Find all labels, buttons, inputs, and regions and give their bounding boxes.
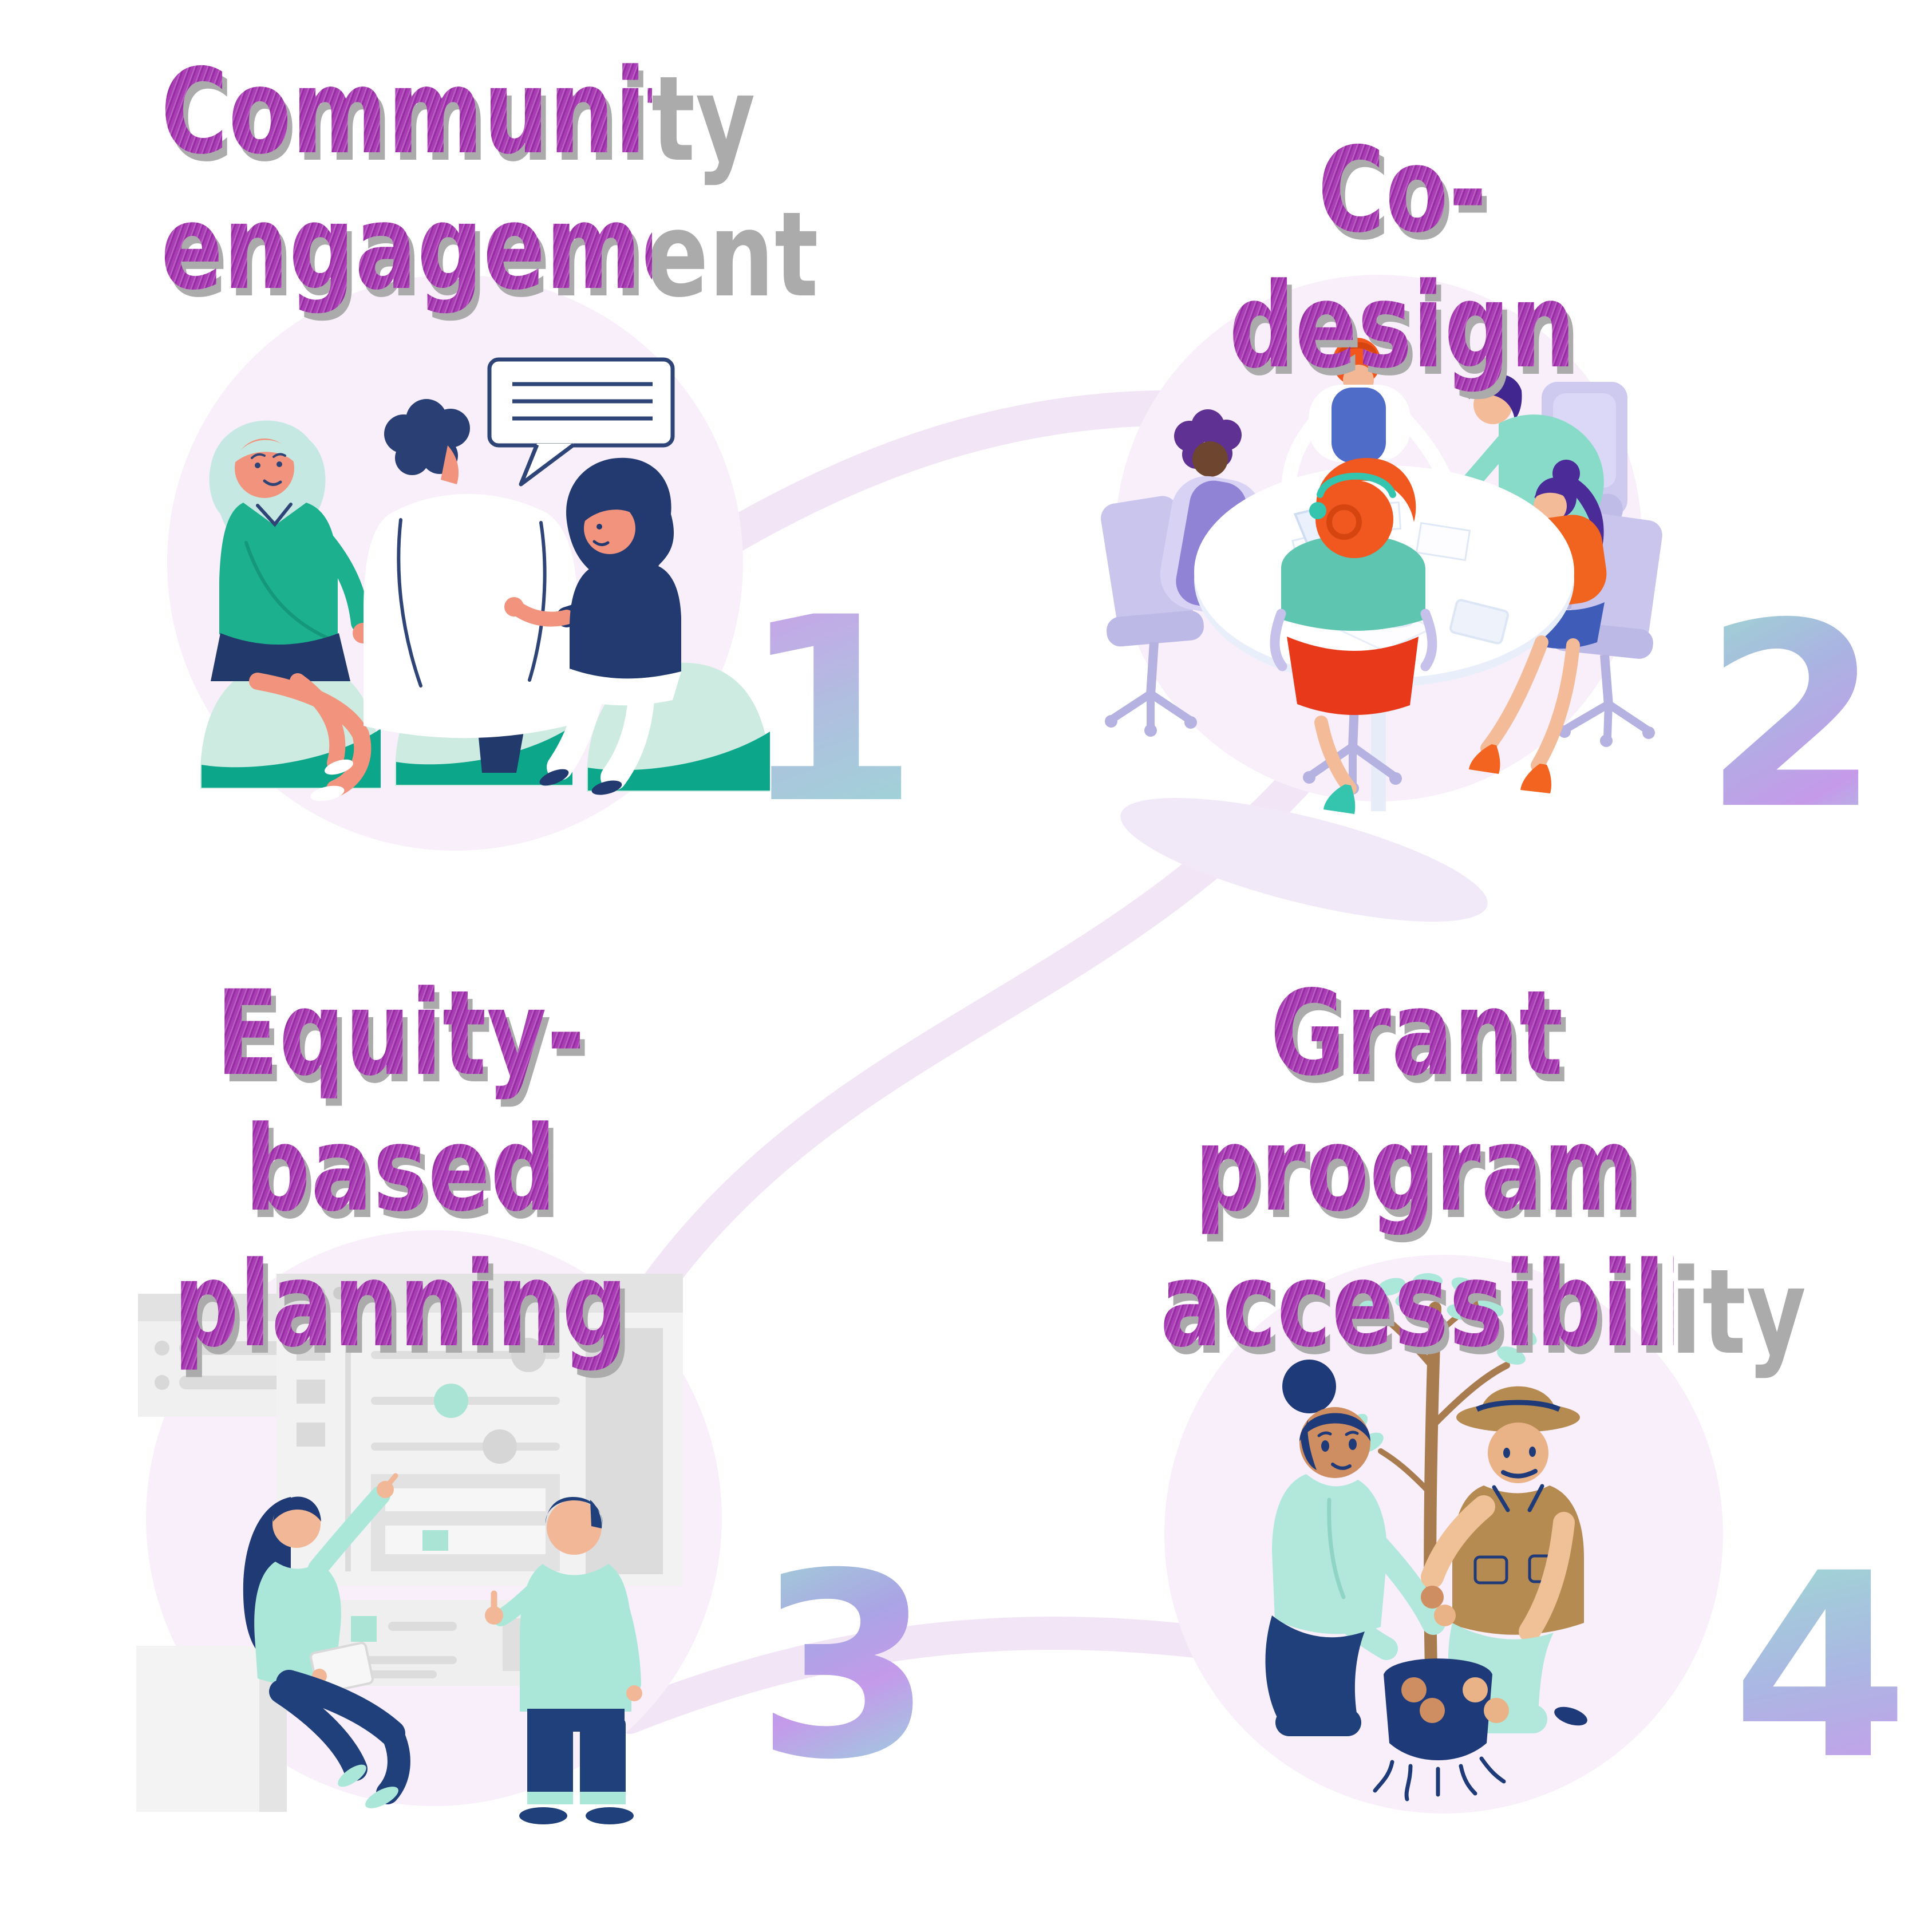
person-seated-right [504, 457, 681, 795]
step-2-title-line1: Co-design [1229, 123, 1576, 394]
step-1-title: Community engagement Community engagemen… [161, 44, 819, 331]
step-1-title-line1: Community [161, 44, 751, 180]
step-4-number: 4 [1717, 1540, 1923, 1795]
sapling-tree [1345, 1273, 1537, 1718]
step-2-number: 2 [1689, 590, 1895, 844]
step-3-title-shadow-line2: planning [160, 1245, 651, 1381]
root-ball [1373, 1586, 1509, 1801]
step-1-title-line2: engagement [161, 180, 814, 316]
planning-interface-illustration [136, 1230, 722, 1824]
step-3-title-shadow-line1: Equity-based [160, 974, 651, 1245]
person-standing [485, 1496, 642, 1824]
person-seated-middle [364, 399, 578, 773]
speech-bubble-icon [487, 357, 675, 487]
step-3-number: 3 [741, 1540, 947, 1795]
step-3-title: Equity-based planning Equity-based plann… [155, 966, 646, 1381]
person-sitting [243, 1473, 410, 1808]
person-right-legs [1469, 635, 1580, 793]
step-4-title: Grant program accessibility Grant progra… [1160, 966, 1806, 1381]
community-conversation-illustration [167, 275, 771, 851]
person-seated-left [209, 420, 373, 801]
sliders [371, 1338, 560, 1464]
team-meeting-table-illustration [1101, 275, 1662, 922]
tablet-icon [1449, 599, 1509, 645]
person-bottom [1270, 457, 1437, 814]
person-planting-right [1421, 1386, 1587, 1733]
step-4-title-line1: Grant program [1194, 966, 1639, 1238]
step-4-title-shadow-line1: Grant program [1165, 974, 1678, 1245]
step-2-title: Co-design Co-design [1157, 123, 1648, 402]
step-3-title-line2: planning [173, 1237, 629, 1373]
step-1-number: 1 [727, 584, 933, 839]
window-dots-icon [292, 1287, 346, 1299]
step-3-title-line1: Equity-based [216, 966, 586, 1238]
tree-planting-illustration [1164, 1255, 1723, 1814]
step-2-title-shadow-line1: Co-design [1162, 131, 1653, 402]
step-4-title-line2: accessibility [1160, 1237, 1802, 1373]
person-planting-left [1265, 1360, 1445, 1736]
